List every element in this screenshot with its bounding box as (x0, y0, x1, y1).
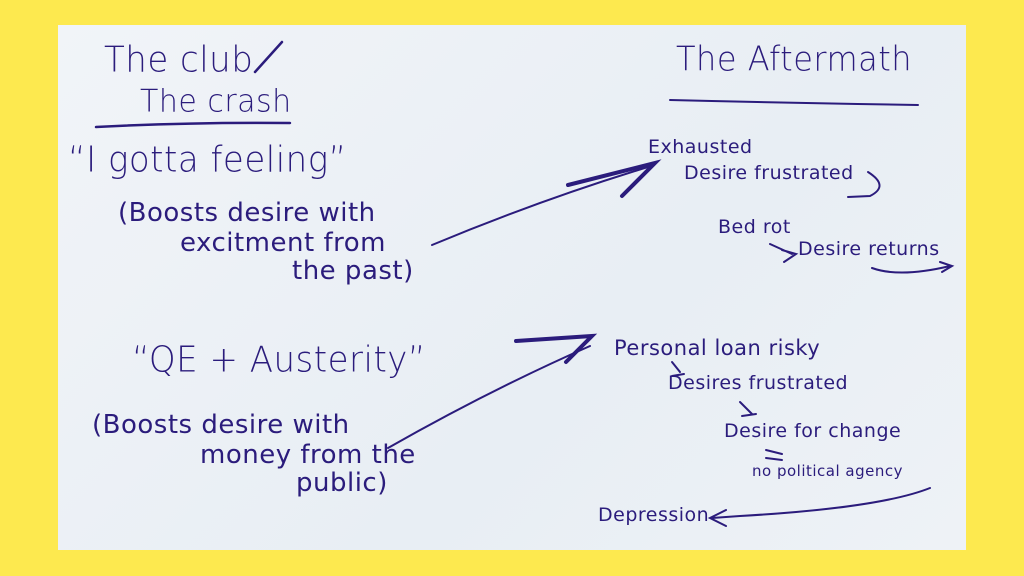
chain-2-desires-frustrated: Desires frustrated (668, 372, 849, 394)
arrow-agency-to-depression (707, 487, 931, 527)
arrow-1-head (566, 159, 662, 198)
arrow-frustrated-to-change (739, 401, 757, 417)
arrow-bedrot-to-returns (769, 243, 799, 263)
note-2-line-3: public) (296, 468, 388, 498)
aftermath-underline (669, 99, 919, 106)
chain-1-exhausted: Exhausted (648, 136, 753, 158)
chain-2-desire-for-change: Desire for change (724, 420, 902, 442)
chain-1-desire-frustrated: Desire frustrated (684, 162, 854, 184)
title-the-club: The club (104, 39, 254, 81)
title-slash (253, 40, 284, 74)
chain-2-personal-loan-risky: Personal loan risky (614, 336, 821, 360)
whiteboard-paper (58, 25, 966, 550)
arrow-2-head (514, 333, 598, 364)
chain-2-no-political-agency: no political agency (752, 462, 903, 480)
title-the-aftermath: The Aftermath (676, 39, 913, 79)
title-the-crash: The crash (140, 83, 292, 120)
arrow-1-line (431, 166, 649, 246)
arrow-returns-on (871, 261, 955, 274)
quote-qe-austerity: “QE + Austerity” (132, 339, 427, 381)
note-1-line-1: (Boosts desire with (118, 198, 376, 228)
arrow-change-to-agency (765, 449, 783, 461)
note-2-line-2: money from the (200, 440, 416, 470)
quote-i-gotta-feeling: “I gotta feeling” (68, 139, 347, 181)
note-1-line-3: the past) (292, 256, 414, 286)
chain-1-desire-returns: Desire returns (798, 238, 940, 260)
arrow-loan-to-frustrated (671, 361, 685, 377)
arrow-frustrated-to-bedrot (847, 171, 881, 198)
note-1-line-2: excitment from (180, 228, 386, 258)
chain-1-bed-rot: Bed rot (718, 216, 791, 238)
note-2-line-1: (Boosts desire with (92, 410, 350, 440)
crash-underline (94, 121, 292, 129)
arrow-2-line (387, 345, 591, 449)
chain-2-depression: Depression (598, 504, 710, 526)
